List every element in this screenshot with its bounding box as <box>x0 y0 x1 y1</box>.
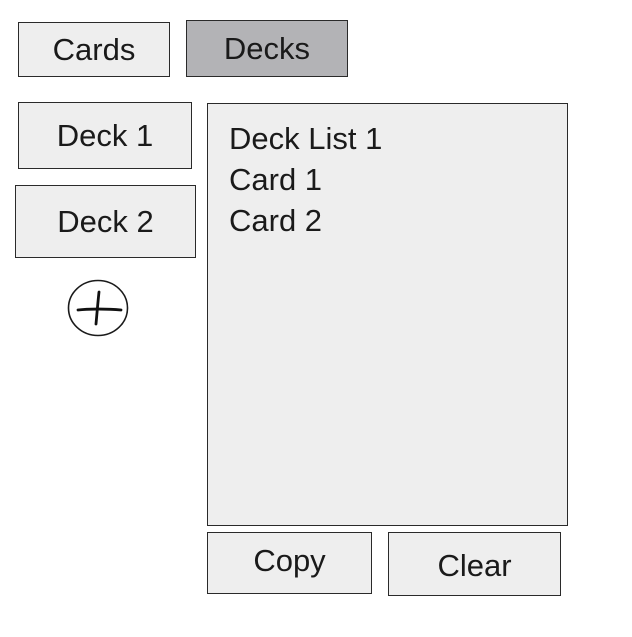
copy-button-label: Copy <box>253 542 326 578</box>
tab-decks-label: Decks <box>223 31 311 66</box>
tab-cards[interactable]: Cards <box>18 22 170 77</box>
clear-button-label: Clear <box>437 547 512 583</box>
deck-card-item[interactable]: Card 2 <box>229 203 323 238</box>
tab-decks[interactable]: Decks <box>186 20 348 77</box>
plus-circle-icon <box>67 279 129 337</box>
clear-button[interactable]: Clear <box>388 532 561 596</box>
deck-2-button[interactable]: Deck 2 <box>15 185 196 258</box>
copy-button[interactable]: Copy <box>207 532 372 594</box>
deck-list-panel: Deck List 1 Card 1 Card 2 <box>207 103 568 526</box>
tab-cards-label: Cards <box>52 32 136 67</box>
deck-1-label: Deck 1 <box>56 118 154 153</box>
deck-card-item[interactable]: Card 1 <box>229 162 323 197</box>
deck-1-button[interactable]: Deck 1 <box>18 102 192 169</box>
deck-list-title: Deck List 1 <box>229 121 383 156</box>
deck-2-label: Deck 2 <box>57 204 154 239</box>
add-deck-button[interactable] <box>67 279 129 337</box>
